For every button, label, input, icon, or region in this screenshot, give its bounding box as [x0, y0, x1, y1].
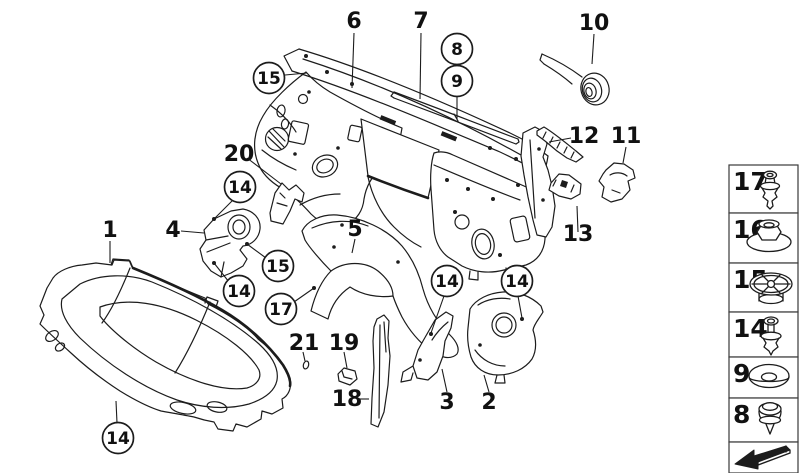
part-11-bracket: [598, 162, 636, 203]
callout-13[interactable]: 13: [563, 222, 594, 247]
clip-grommet-icon: [758, 402, 782, 435]
circled-callout-17[interactable]: 17: [264, 292, 298, 326]
part-12-insulation-strip: [536, 126, 584, 163]
plain-callouts: 6 7 10 12 11 13 20 1 4 5 21 19 18 3 2: [102, 9, 641, 415]
circled-callout-14-c[interactable]: 14: [430, 264, 464, 298]
callout-20[interactable]: 20: [224, 142, 255, 167]
circled-callout-14-d[interactable]: 14: [500, 264, 534, 298]
legend-item-8[interactable]: 8: [728, 397, 799, 443]
svg-text:9: 9: [451, 72, 463, 92]
circled-callout-15[interactable]: 15: [252, 61, 286, 95]
part-6-bulkhead-assembly: [253, 48, 556, 281]
callout-21[interactable]: 21: [289, 331, 320, 356]
svg-text:14: 14: [435, 272, 459, 292]
legend-item-17[interactable]: 17: [728, 164, 799, 214]
callout-10[interactable]: 10: [579, 11, 610, 36]
callout-18[interactable]: 18: [332, 387, 363, 412]
part-13-insulation-piece: [548, 173, 582, 200]
expansion-rivet-icon: [759, 170, 781, 210]
circled-callout-9[interactable]: 9: [440, 64, 474, 98]
callout-12[interactable]: 12: [569, 124, 600, 149]
svg-text:14: 14: [227, 282, 251, 302]
callout-19[interactable]: 19: [329, 331, 360, 356]
direction-arrow-icon: [734, 445, 791, 470]
part-21-grommet: [302, 360, 310, 370]
part-7-sealing-strip: [390, 91, 520, 145]
legend-item-15[interactable]: 15: [728, 262, 799, 313]
circled-callout-14-b[interactable]: 14: [222, 274, 256, 308]
plastic-nut-icon: [746, 219, 792, 253]
fastener-dots: [293, 54, 545, 257]
callout-4[interactable]: 4: [165, 218, 180, 243]
legend-item-16[interactable]: 16: [728, 212, 799, 264]
part-10-grommet: [539, 53, 610, 106]
circled-callout-14-a[interactable]: 14: [223, 170, 257, 204]
callout-11[interactable]: 11: [611, 124, 642, 149]
part-20-insulation-piece: [269, 182, 305, 225]
circled-callout-15-b[interactable]: 15: [261, 249, 295, 283]
part-2-firewall-side-insulation: [467, 291, 544, 384]
svg-text:8: 8: [733, 400, 750, 429]
callout-2[interactable]: 2: [481, 390, 496, 415]
part-18-insulation-strip: [370, 314, 391, 428]
part-3-insulation-piece: [400, 311, 454, 383]
svg-text:14: 14: [228, 178, 252, 198]
push-rivet-icon: [760, 316, 782, 356]
callout-1[interactable]: 1: [102, 218, 117, 243]
svg-text:8: 8: [451, 40, 463, 60]
legend-item-direction[interactable]: [728, 441, 799, 473]
circled-callout-14-e[interactable]: 14: [101, 421, 135, 455]
callout-6[interactable]: 6: [346, 9, 361, 34]
svg-text:15: 15: [257, 69, 281, 89]
leader-lines: [109, 32, 627, 424]
circled-callout-8[interactable]: 8: [440, 32, 474, 66]
legend-item-9[interactable]: 9: [728, 356, 799, 399]
part-4-side-insulation: [199, 208, 261, 278]
callout-3[interactable]: 3: [439, 390, 454, 415]
svg-text:14: 14: [505, 272, 529, 292]
legend-item-14[interactable]: 14: [728, 311, 799, 358]
svg-text:14: 14: [106, 429, 130, 449]
spoked-grommet-icon: [749, 272, 793, 305]
svg-text:15: 15: [266, 257, 290, 277]
callout-7[interactable]: 7: [413, 9, 428, 34]
callout-5[interactable]: 5: [347, 217, 362, 242]
svg-text:9: 9: [733, 359, 750, 388]
svg-text:17: 17: [733, 167, 768, 196]
part-1-hood-insulation-panel: [39, 258, 292, 432]
svg-text:17: 17: [269, 300, 293, 320]
part-19-clip: [337, 367, 358, 386]
washer-icon: [748, 363, 790, 389]
circled-callouts: 15 8 9 14 15 14 17 14: [101, 32, 534, 455]
fastener-legend: 17 16 15: [728, 164, 799, 473]
